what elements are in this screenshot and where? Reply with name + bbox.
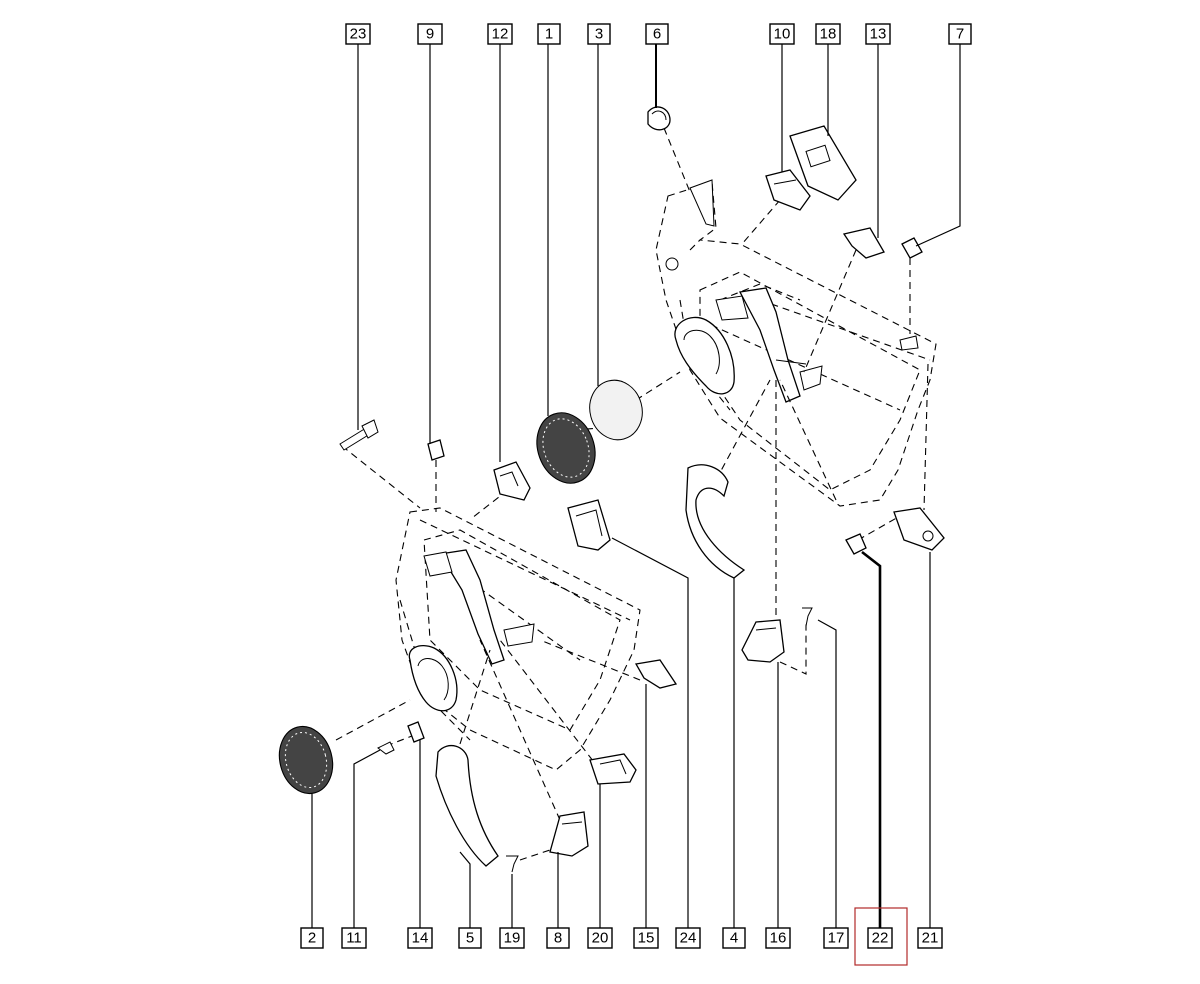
callout-13: 13 xyxy=(865,23,891,45)
callout-label: 23 xyxy=(350,26,367,43)
part-21-bracket xyxy=(893,507,945,551)
part-12-bracket xyxy=(493,461,531,501)
callout-24: 24 xyxy=(675,927,701,949)
part-17-screw xyxy=(802,607,813,627)
callout-11: 11 xyxy=(341,927,367,949)
callout-label: 22 xyxy=(872,930,889,947)
callout-12: 12 xyxy=(487,23,513,45)
callout-4: 4 xyxy=(722,927,746,949)
callout-7: 7 xyxy=(948,23,972,45)
callout-3: 3 xyxy=(587,23,611,45)
callout-label: 12 xyxy=(492,26,509,43)
callout-5: 5 xyxy=(458,927,482,949)
part-8-bracket xyxy=(549,811,589,857)
callout-6: 6 xyxy=(645,23,669,45)
part-5-rear-armrest xyxy=(435,744,499,867)
callout-label: 17 xyxy=(828,930,845,947)
callout-label: 19 xyxy=(504,930,521,947)
callout-label: 10 xyxy=(774,26,791,43)
callout-label: 3 xyxy=(595,26,603,43)
callout-label: 13 xyxy=(870,26,887,43)
callout-label: 9 xyxy=(426,26,434,43)
part-20-handle-insert xyxy=(589,753,637,785)
selection-highlight xyxy=(854,907,908,966)
callout-21: 21 xyxy=(917,927,943,949)
part-3-speaker-membrane xyxy=(589,379,643,441)
part-22-clip xyxy=(845,533,867,555)
callout-2: 2 xyxy=(300,927,324,949)
part-9-clip xyxy=(427,439,445,461)
rear-door-trim-panel xyxy=(395,507,641,771)
assembly-lines xyxy=(335,127,929,861)
part-6-clip-ring xyxy=(647,106,671,131)
leader-lines xyxy=(311,44,961,928)
part-10-switch-bracket xyxy=(765,169,811,211)
callout-16: 16 xyxy=(765,927,791,949)
callout-8: 8 xyxy=(546,927,570,949)
callout-label: 6 xyxy=(653,26,661,43)
callout-label: 24 xyxy=(680,930,697,947)
callout-label: 16 xyxy=(770,930,787,947)
callout-15: 15 xyxy=(633,927,659,949)
part-13-clip xyxy=(842,227,885,259)
callout-10: 10 xyxy=(769,23,795,45)
callout-label: 15 xyxy=(638,930,655,947)
part-19-screw xyxy=(506,855,519,873)
callout-20: 20 xyxy=(587,927,613,949)
part-15-clip xyxy=(634,659,678,689)
callout-14: 14 xyxy=(407,927,433,949)
callout-23: 23 xyxy=(345,23,371,45)
callout-label: 1 xyxy=(545,26,553,43)
part-18-window-switch xyxy=(789,125,857,201)
callout-label: 4 xyxy=(730,930,738,947)
callout-label: 18 xyxy=(820,26,837,43)
callout-22[interactable]: 22 xyxy=(854,907,908,966)
front-door-trim-panel xyxy=(655,179,937,507)
part-4-front-armrest xyxy=(685,464,746,579)
callout-label: 8 xyxy=(554,930,562,947)
callout-label: 11 xyxy=(346,930,362,947)
callout-label: 21 xyxy=(922,930,939,947)
part-16-bracket xyxy=(741,619,785,663)
callout-9: 9 xyxy=(417,23,443,45)
part-14-clip xyxy=(407,721,425,743)
part-24-door-handle-housing xyxy=(567,499,611,551)
callout-label: 2 xyxy=(308,930,316,947)
callout-1: 1 xyxy=(537,23,561,45)
callout-label: 20 xyxy=(592,930,609,947)
part-23-push-clip xyxy=(339,419,379,451)
part-2-rear-speaker-grille xyxy=(278,725,334,795)
part-11-screw xyxy=(377,741,395,755)
part-1-speaker-grille xyxy=(536,412,596,484)
callout-18: 18 xyxy=(815,23,841,45)
callout-label: 7 xyxy=(956,26,964,43)
callout-label: 5 xyxy=(466,930,474,947)
part-7-clip-nut xyxy=(901,237,923,259)
callout-label: 14 xyxy=(412,930,429,947)
callout-19: 19 xyxy=(499,927,525,949)
callout-17: 17 xyxy=(823,927,849,949)
